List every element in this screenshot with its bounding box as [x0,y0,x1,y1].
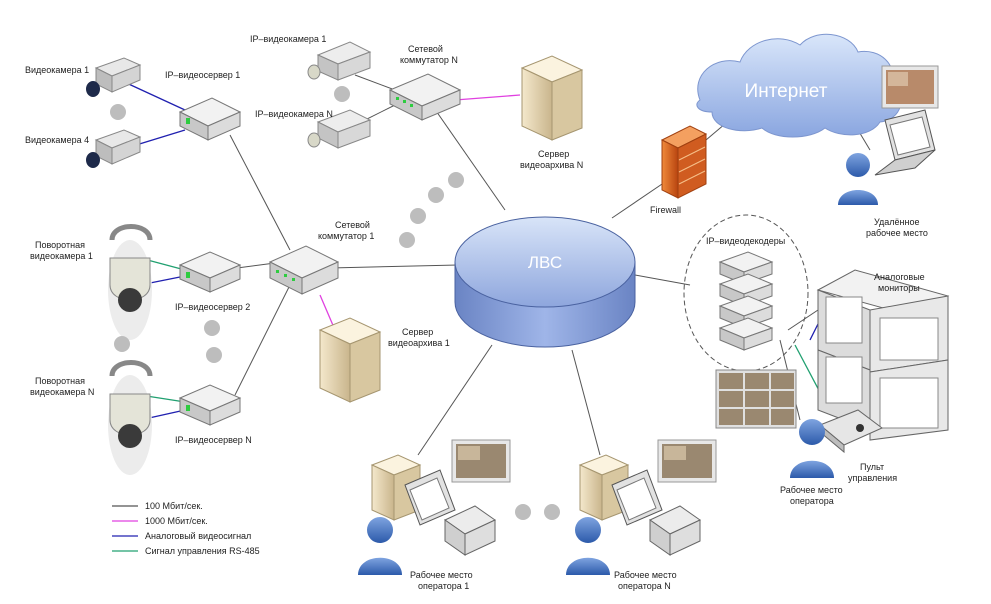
switch-1-label-line2: коммутатор 1 [318,231,374,241]
ellipsis-dot [110,104,126,120]
ellipsis-dot [206,347,222,363]
printer-icon [444,505,496,556]
decoders-group [683,214,809,372]
person-icon [838,153,878,205]
legend: 100 Мбит/сек. 1000 Мбит/сек. Аналоговый … [112,501,260,556]
firewall-label: Firewall [650,205,681,215]
person-icon [358,517,402,575]
screenshot-thumbnail [657,439,717,483]
printer-icon [649,505,701,556]
ellipsis-dot [114,336,130,352]
ellipsis-dot [334,86,350,102]
legend-label: 100 Мбит/сек. [145,501,203,511]
analog-monitors-label-line2: мониторы [878,283,920,293]
monitor-icon [611,469,663,526]
ellipsis-dot [515,504,531,520]
archive-n-label-line2: видеоархива N [520,160,583,170]
ip-camera-icon [307,109,372,149]
operator-ws-label-line1: Рабочее место [780,485,843,495]
ellipsis-dots [399,172,464,248]
legend-label: Сигнал управления RS-485 [145,546,260,556]
workstation-n: Рабочее место оператора N [566,439,717,591]
console-label-line2: управления [848,473,897,483]
ellipsis-dot [204,320,220,336]
legend-item: Аналоговый видеосигнал [112,531,251,541]
ws-n-label-line2: оператора N [618,581,671,591]
analog-monitors-wall [816,269,950,441]
internet-cloud: Интернет [696,33,902,138]
ptz-camera-icon [108,224,153,340]
decoder-stack [718,251,774,351]
video-server-icon [178,251,242,293]
archive-server-icon [520,55,584,141]
laptop-icon [874,109,936,176]
camera-icon [86,129,142,168]
archive-1-label-line2: видеоархива 1 [388,338,450,348]
video-grid-thumbnail [715,369,797,429]
ip-server-n-label: IP–видеосервер N [175,435,252,445]
ptz-1-label-line1: Поворотная [35,240,85,250]
ip-camera-n-label: IP–видеокамера N [255,109,333,119]
legend-item: 1000 Мбит/сек. [112,516,208,526]
ws-1-label-line2: оператора 1 [418,581,469,591]
ptz-n-label-line2: видеокамера N [30,387,94,397]
legend-label: 1000 Мбит/сек. [145,516,208,526]
person-icon [790,419,834,478]
decoders-label: IP–видеодекодеры [706,236,785,246]
ip-camera-icon [307,41,372,81]
ptz-1-label-line2: видеокамера 1 [30,251,93,261]
screenshot-thumbnail [881,65,939,109]
connections [119,74,871,456]
camera-1-label: Видеокамера 1 [25,65,89,75]
video-server-icon [178,97,242,141]
ip-server-1-label: IP–видеосервер 1 [165,70,240,80]
archive-1-label-line1: Сервер [402,327,433,337]
camera-icon [86,57,142,97]
legend-item: Сигнал управления RS-485 [112,546,260,556]
monitor-icon [404,469,456,526]
workstation-1: Рабочее место оператора 1 [358,439,511,591]
lan-label: ЛВС [528,253,562,272]
camera-4-label: Видеокамера 4 [25,135,89,145]
ip-camera-1-label: IP–видеокамера 1 [250,34,326,44]
switch-1-label-line1: Сетевой [335,220,370,230]
remote-label-line1: Удалённое [874,217,919,227]
legend-item: 100 Мбит/сек. [112,501,203,511]
pc-tower-icon [370,454,422,521]
archive-n-label-line1: Сервер [538,149,569,159]
internet-label: Интернет [745,81,828,102]
ws-n-label-line1: Рабочее место [614,570,677,580]
ptz-n-label-line1: Поворотная [35,376,85,386]
ptz-camera-icon [108,360,153,475]
switch-n-label-line1: Сетевой [408,44,443,54]
screenshot-thumbnail [451,439,511,483]
person-icon [566,517,610,575]
ws-1-label-line1: Рабочее место [410,570,473,580]
switch-n-label-line2: коммутатор N [400,55,458,65]
network-switch-icon [388,73,462,121]
analog-monitors-label-line1: Аналоговые [874,272,925,282]
video-server-icon [178,384,242,426]
network-switch-icon [268,245,340,295]
firewall-icon [660,125,708,199]
console-label-line1: Пульт [860,462,884,472]
remote-label-line2: рабочее место [866,228,928,238]
operator-ws-label-line2: оператора [790,496,834,506]
legend-label: Аналоговый видеосигнал [145,531,251,541]
lan-cylinder: ЛВС [454,216,636,348]
ellipsis-dot [544,504,560,520]
archive-server-icon [318,317,382,403]
ip-server-2-label: IP–видеосервер 2 [175,302,250,312]
